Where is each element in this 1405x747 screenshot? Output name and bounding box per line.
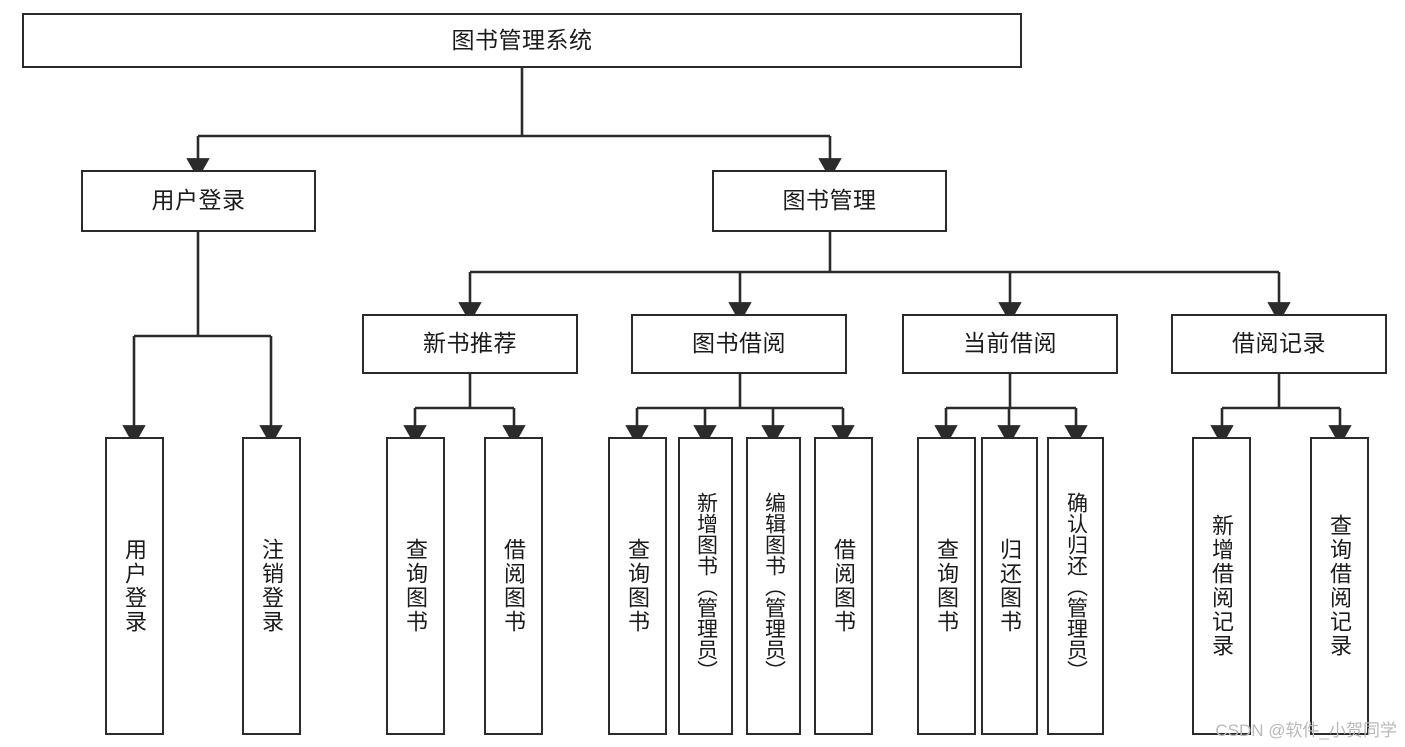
csdn-watermark: CSDN @软件_小贺同学 bbox=[1215, 721, 1397, 740]
leaf-borrow-book-2[interactable]: 借阅图书 bbox=[814, 437, 873, 735]
leaf-query-book-3-label: 查询图书 bbox=[934, 538, 960, 634]
node-root[interactable]: 图书管理系统 bbox=[22, 13, 1022, 68]
leaf-borrow-book-2-label: 借阅图书 bbox=[831, 538, 857, 634]
leaf-logout-login[interactable]: 注销登录 bbox=[242, 437, 301, 735]
leaf-borrow-book-1[interactable]: 借阅图书 bbox=[484, 437, 543, 735]
leaf-query-book-1-label: 查询图书 bbox=[403, 538, 429, 634]
node-current-borrow[interactable]: 当前借阅 bbox=[902, 314, 1118, 374]
leaf-return-book-label: 归还图书 bbox=[997, 538, 1023, 634]
leaf-user-login-label: 用户登录 bbox=[122, 538, 148, 634]
leaf-edit-book-label: 编辑图书（管理员） bbox=[762, 491, 786, 681]
leaf-borrow-book-1-label: 借阅图书 bbox=[501, 538, 527, 634]
leaf-return-book[interactable]: 归还图书 bbox=[981, 437, 1038, 735]
node-root-label: 图书管理系统 bbox=[451, 26, 593, 53]
leaf-edit-book[interactable]: 编辑图书（管理员） bbox=[746, 437, 801, 735]
leaf-query-book-2[interactable]: 查询图书 bbox=[608, 437, 667, 735]
leaf-user-login[interactable]: 用户登录 bbox=[105, 437, 164, 735]
leaf-logout-login-label: 注销登录 bbox=[259, 538, 285, 634]
node-new-book-recommend-label: 新书推荐 bbox=[423, 330, 517, 357]
leaf-confirm-return[interactable]: 确认归还（管理员） bbox=[1047, 437, 1104, 735]
node-book-manage-label: 图书管理 bbox=[782, 187, 877, 214]
node-book-borrow-label: 图书借阅 bbox=[692, 330, 786, 357]
leaf-query-record-label: 查询借阅记录 bbox=[1327, 514, 1353, 658]
node-new-book-recommend[interactable]: 新书推荐 bbox=[362, 314, 578, 374]
node-borrow-record[interactable]: 借阅记录 bbox=[1171, 314, 1387, 374]
leaf-add-record-label: 新增借阅记录 bbox=[1209, 514, 1235, 658]
leaf-add-record[interactable]: 新增借阅记录 bbox=[1192, 437, 1251, 735]
leaf-confirm-return-label: 确认归还（管理员） bbox=[1064, 491, 1088, 681]
node-user-login-label: 用户登录 bbox=[151, 187, 246, 214]
leaf-query-record[interactable]: 查询借阅记录 bbox=[1310, 437, 1369, 735]
leaf-query-book-2-label: 查询图书 bbox=[625, 538, 651, 634]
node-borrow-record-label: 借阅记录 bbox=[1232, 330, 1326, 357]
leaf-add-book[interactable]: 新增图书（管理员） bbox=[678, 437, 733, 735]
node-current-borrow-label: 当前借阅 bbox=[963, 330, 1057, 357]
leaf-add-book-label: 新增图书（管理员） bbox=[694, 491, 718, 681]
node-book-manage[interactable]: 图书管理 bbox=[712, 170, 947, 232]
leaf-query-book-1[interactable]: 查询图书 bbox=[386, 437, 445, 735]
node-book-borrow[interactable]: 图书借阅 bbox=[631, 314, 847, 374]
leaf-query-book-3[interactable]: 查询图书 bbox=[917, 437, 976, 735]
node-user-login[interactable]: 用户登录 bbox=[81, 170, 316, 232]
